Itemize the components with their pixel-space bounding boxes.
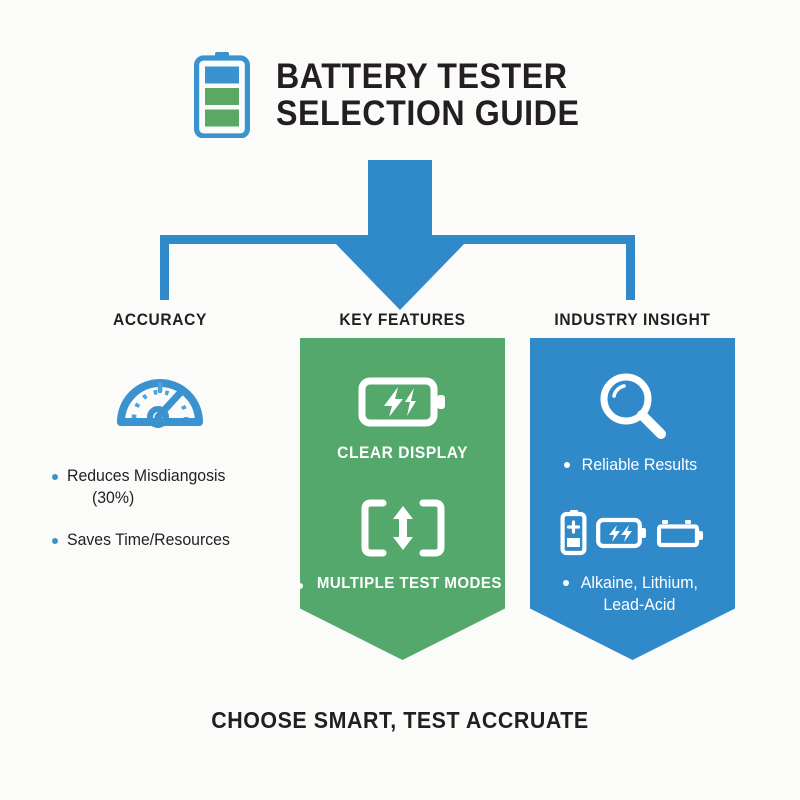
gauge-icon-wrap	[52, 360, 267, 428]
header: BATTERY TESTER SELECTION GUIDE	[0, 52, 800, 138]
panel-shape-blue	[530, 338, 735, 660]
battery-types-icons	[560, 510, 705, 556]
connector-diagram	[160, 160, 635, 310]
bullet-accuracy-2: Saves Time/Resources	[67, 530, 230, 549]
battery-bolt-icon	[358, 377, 445, 427]
lead-acid-battery-icon	[657, 520, 703, 548]
panel-content-key-features: CLEAR DISPLAY MULTIPLE TEST MODES	[297, 338, 505, 660]
title-line-2: SELECTION GUIDE	[276, 93, 580, 133]
column-header-industry-insight: INDUSTRY INSIGHT	[554, 311, 711, 329]
caption-multiple-test-modes: MULTIPLE TEST MODES	[317, 575, 502, 592]
lithium-battery-icon	[596, 517, 646, 549]
caption-reliable-results: Reliable Results	[581, 455, 698, 474]
column-accuracy: Reduces Misdiangosis (30%) Saves Time/Re…	[52, 360, 267, 571]
panel-content-industry-insight: Reliable Results	[530, 338, 735, 660]
list-item: Reliable Results	[530, 454, 735, 476]
gauge-icon	[116, 379, 203, 428]
list-item: Alkaine, Lithium, Lead-Acid	[530, 572, 735, 616]
list-item: MULTIPLE TEST MODES	[297, 575, 505, 593]
title-line-1: BATTERY TESTER	[276, 56, 568, 96]
bullet-dot-icon	[563, 580, 570, 587]
footer: CHOOSE SMART, TEST ACCRUATE	[0, 707, 800, 734]
bullet-accuracy-1: Reduces Misdiangosis (30%)	[67, 467, 226, 507]
magnifier-icon	[600, 373, 666, 439]
column-header-key-features: KEY FEATURES	[339, 311, 466, 329]
bullet-dot-icon	[297, 583, 304, 589]
alkaline-battery-icon	[560, 510, 587, 556]
title-block: BATTERY TESTER SELECTION GUIDE	[276, 59, 606, 131]
bracket-arrows-icon	[361, 499, 444, 557]
bullet-dot-icon	[52, 537, 58, 544]
bullet-dot-icon	[564, 462, 571, 468]
list-item: Saves Time/Resources	[52, 530, 267, 552]
footer-tagline: CHOOSE SMART, TEST ACCRUATE	[211, 707, 589, 733]
caption-battery-types: Alkaine, Lithium, Lead-Acid	[580, 573, 699, 615]
bullet-dot-icon	[52, 474, 58, 480]
down-arrow	[334, 160, 466, 310]
column-header-accuracy: ACCURACY	[112, 311, 208, 329]
battery-icon	[194, 52, 251, 138]
panel-key-features: CLEAR DISPLAY MULTIPLE TEST MODES	[297, 338, 505, 660]
panel-shape-green	[300, 338, 505, 660]
caption-clear-display: CLEAR DISPLAY	[337, 444, 468, 462]
list-item: Reduces Misdiangosis (30%)	[52, 466, 267, 510]
panel-industry-insight: Reliable Results	[530, 338, 735, 660]
